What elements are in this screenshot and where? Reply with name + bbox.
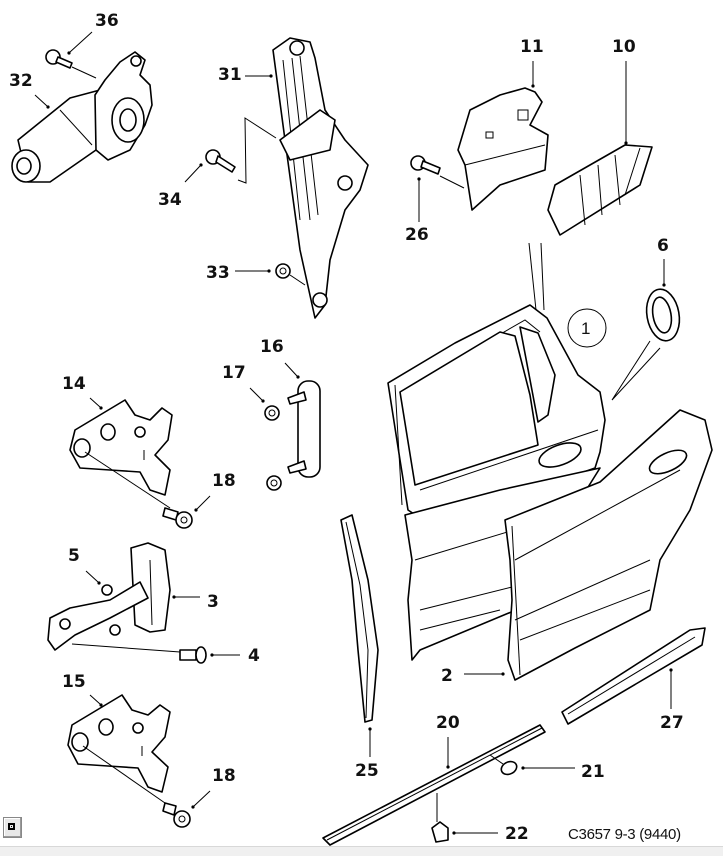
callout-10: 10: [612, 37, 636, 57]
callout-11: 11: [520, 37, 544, 57]
part-4-bolt[interactable]: [179, 646, 207, 664]
callout-2: 2: [441, 666, 453, 686]
part-34-screw[interactable]: [205, 149, 236, 173]
callout-36: 36: [95, 11, 119, 31]
callout-17: 17: [222, 363, 246, 383]
diagram-caption: C3657 9-3 (9440): [568, 826, 681, 843]
callout-14: 14: [62, 374, 86, 394]
fit-window-icon: [8, 823, 15, 830]
part-3-check-strap[interactable]: [47, 542, 171, 651]
callout-31: 31: [218, 65, 242, 85]
callout-26: 26: [405, 225, 429, 245]
part-5-nut[interactable]: [101, 584, 121, 636]
callout-1-circle: 1: [567, 308, 607, 348]
part-20-sill-strip[interactable]: [322, 724, 546, 846]
part-18-bolt-lower[interactable]: [162, 802, 191, 828]
status-bar: [0, 846, 723, 856]
callout-1: 1: [581, 319, 590, 338]
callout-27: 27: [660, 713, 684, 733]
callout-18-lower: 18: [212, 766, 236, 786]
callout-22: 22: [505, 824, 529, 844]
callout-21: 21: [581, 762, 605, 782]
callout-4: 4: [248, 646, 260, 666]
part-27-moulding[interactable]: [561, 627, 706, 725]
part-18-bolt-upper[interactable]: [162, 507, 193, 529]
callout-3: 3: [207, 592, 219, 612]
callout-5: 5: [68, 546, 80, 566]
part-6-grommet[interactable]: [643, 287, 684, 344]
part-36-screw[interactable]: [45, 49, 73, 69]
callout-34: 34: [158, 190, 182, 210]
callout-20: 20: [436, 713, 460, 733]
callout-16: 16: [260, 337, 284, 357]
callout-32: 32: [9, 71, 33, 91]
callout-6: 6: [657, 236, 669, 256]
part-2-door-shell[interactable]: [504, 409, 713, 681]
part-26-screw[interactable]: [410, 155, 441, 175]
part-11-panel[interactable]: [457, 87, 549, 211]
part-21-plug[interactable]: [499, 759, 519, 777]
callout-33: 33: [206, 263, 230, 283]
callout-15: 15: [62, 672, 86, 692]
part-17-nut[interactable]: [264, 405, 282, 491]
fit-to-window-button[interactable]: [3, 817, 22, 838]
part-16-stud-plate[interactable]: [287, 380, 321, 478]
part-1-door-assembly[interactable]: [387, 304, 606, 661]
part-25-weatherstrip[interactable]: [340, 514, 379, 723]
part-32-motor[interactable]: [11, 51, 153, 183]
part-33-nut[interactable]: [275, 263, 291, 279]
callout-25: 25: [355, 761, 379, 781]
part-14-upper-hinge[interactable]: [69, 399, 173, 496]
callout-18-upper: 18: [212, 471, 236, 491]
part-31-window-regulator[interactable]: [272, 37, 369, 319]
part-22-clip[interactable]: [431, 821, 449, 843]
part-15-lower-hinge[interactable]: [67, 694, 171, 793]
part-10-block[interactable]: [547, 144, 653, 236]
